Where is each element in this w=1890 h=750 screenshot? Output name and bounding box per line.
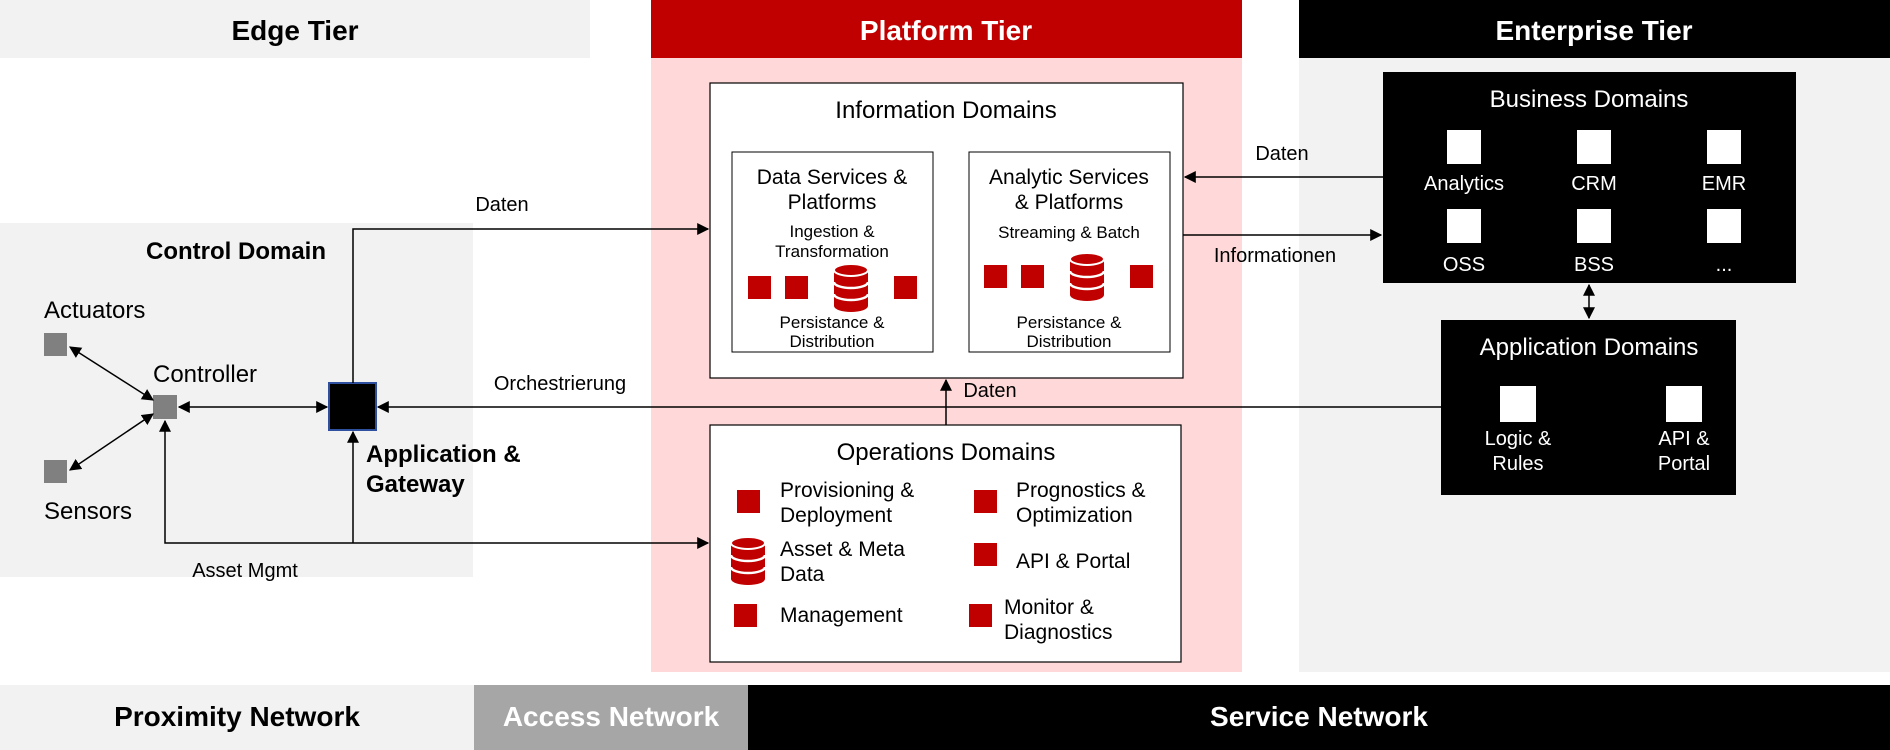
ops-provisioning-icon [737, 490, 760, 513]
gateway-label-line2: Gateway [366, 471, 465, 498]
ops-asset-meta-line2: Data [780, 563, 825, 586]
data-services-title-line2: Platforms [788, 191, 877, 214]
app-logic-rules-line2: Rules [1492, 453, 1543, 475]
data-services-database-icon [833, 263, 869, 313]
proximity-network-bar [0, 685, 474, 750]
business-more-icon [1707, 209, 1741, 243]
data-services-red-square-1 [748, 276, 771, 299]
business-more-label: ... [1716, 254, 1733, 276]
actuators-label: Actuators [44, 297, 145, 324]
business-crm-icon [1577, 130, 1611, 164]
ops-monitor-line2: Diagnostics [1004, 621, 1113, 644]
enterprise-tier-header [1299, 0, 1890, 58]
business-oss-label: OSS [1443, 254, 1485, 276]
business-bss-icon [1577, 209, 1611, 243]
ops-prognostics-line2: Optimization [1016, 504, 1133, 527]
informationen-label: Informationen [1214, 245, 1336, 267]
orchestrierung-label: Orchestrierung [494, 373, 626, 395]
ops-prognostics-icon [974, 490, 997, 513]
controller-actuator-arrow [68, 346, 155, 401]
operations-domains-box [709, 424, 1182, 663]
ops-management-icon [734, 604, 757, 627]
app-logic-rules-line1: Logic & [1485, 428, 1552, 450]
controller-sensor-arrow [69, 413, 154, 471]
analytic-services-red-square-1 [984, 265, 1007, 288]
enterprise-tier-label: Enterprise Tier [1495, 15, 1692, 46]
ops-prognostics-line1: Prognostics & [1016, 479, 1146, 502]
analytic-services-title-line1: Analytic Services [989, 166, 1149, 189]
application-domains-title: Application Domains [1480, 334, 1699, 361]
controller-node [153, 395, 177, 419]
data-services-title-line1: Data Services & [757, 166, 908, 189]
control-domain-label: Control Domain [146, 238, 326, 265]
business-analytics-label: Analytics [1424, 173, 1504, 195]
sensor-node [44, 460, 67, 483]
platform-tier-header [651, 0, 1242, 58]
controller-label: Controller [153, 361, 257, 388]
edge-tier-header [0, 0, 590, 58]
app-logic-rules-icon [1500, 386, 1536, 422]
ops-management-label: Management [780, 604, 903, 627]
asset-mgmt-label: Asset Mgmt [192, 560, 298, 582]
business-crm-label: CRM [1571, 173, 1617, 195]
access-network-label: Access Network [503, 701, 720, 732]
daten-ops-to-info-label: Daten [963, 380, 1016, 402]
ops-monitor-line1: Monitor & [1004, 596, 1094, 619]
gateway-node [328, 382, 377, 431]
ops-provisioning-line1: Provisioning & [780, 479, 914, 502]
platform-tier-label: Platform Tier [860, 15, 1032, 46]
gateway-to-info-arrow [352, 223, 710, 383]
business-domains-box [1383, 72, 1796, 283]
sensors-label: Sensors [44, 498, 132, 525]
asset-mgmt-line [159, 419, 710, 549]
analytic-services-box [968, 151, 1171, 353]
business-bss-label: BSS [1574, 254, 1614, 276]
operations-domains-title: Operations Domains [837, 439, 1056, 466]
analytic-services-title-line2: & Platforms [1015, 191, 1124, 214]
business-analytics-icon [1447, 130, 1481, 164]
ops-asset-meta-line1: Asset & Meta [780, 538, 905, 561]
ops-api-portal-label: API & Portal [1016, 550, 1130, 573]
service-network-label: Service Network [1210, 701, 1428, 732]
ops-monitor-icon [969, 604, 992, 627]
ops-provisioning-line2: Deployment [780, 504, 892, 527]
actuator-node [44, 333, 67, 356]
app-api-portal-line2: Portal [1658, 453, 1710, 475]
information-domains-title: Information Domains [835, 97, 1056, 124]
access-network-bar [474, 685, 748, 750]
edge-tier-label: Edge Tier [231, 15, 358, 46]
service-network-bar [748, 685, 1890, 750]
app-api-portal-line1: API & [1658, 428, 1710, 450]
data-services-red-square-3 [894, 276, 917, 299]
ops-api-portal-icon [974, 543, 997, 566]
business-oss-icon [1447, 209, 1481, 243]
business-domains-title: Business Domains [1490, 86, 1689, 113]
daten-from-enterprise-label: Daten [1255, 143, 1308, 165]
ops-asset-meta-database-icon [730, 536, 766, 586]
business-emr-label: EMR [1702, 173, 1746, 195]
business-emr-icon [1707, 130, 1741, 164]
data-services-bottom-line1: Persistance & [780, 313, 886, 332]
data-services-red-square-2 [785, 276, 808, 299]
analytic-services-red-square-2 [1021, 265, 1044, 288]
data-services-box [731, 151, 934, 353]
data-services-sub-line2: Transformation [775, 242, 889, 261]
analytic-services-red-square-3 [1130, 265, 1153, 288]
data-services-bottom-line2: Distribution [789, 332, 874, 351]
app-api-portal-icon [1666, 386, 1702, 422]
analytic-services-bottom-line2: Distribution [1026, 332, 1111, 351]
analytic-services-bottom-line1: Persistance & [1017, 313, 1123, 332]
data-services-sub-line1: Ingestion & [789, 222, 875, 241]
daten-to-info-label: Daten [475, 194, 528, 216]
gateway-label-line1: Application & [366, 441, 521, 468]
analytic-services-sub-line1: Streaming & Batch [998, 223, 1140, 242]
analytic-services-database-icon [1069, 252, 1105, 302]
proximity-network-label: Proximity Network [114, 701, 360, 732]
